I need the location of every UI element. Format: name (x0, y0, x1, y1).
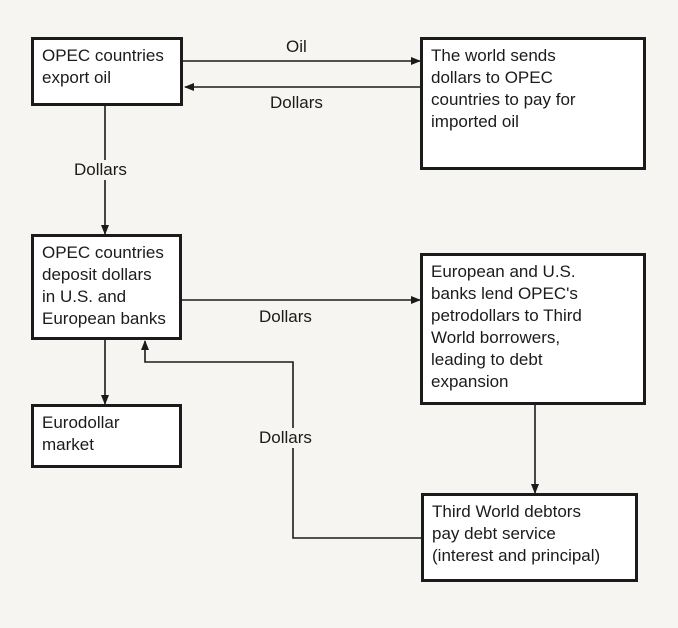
box-banks-lend: European and U.S. banks lend OPEC's petr… (420, 253, 646, 405)
label-dollars-bottom: Dollars (259, 428, 312, 448)
box-opec-export: OPEC countries export oil (31, 37, 183, 106)
box-world-sends: The world sends dollars to OPEC countrie… (420, 37, 646, 170)
arrow-dollars-bottom (141, 340, 421, 539)
box-third-world: Third World debtors pay debt service (in… (421, 493, 638, 582)
box-eurodollar: Eurodollar market (31, 404, 182, 468)
label-dollars-top: Dollars (270, 93, 323, 112)
box-opec-deposit: OPEC countries deposit dollars in U.S. a… (31, 234, 182, 340)
label-oil: Oil (286, 37, 307, 56)
label-dollars-left: Dollars (74, 160, 127, 180)
label-dollars-middle: Dollars (259, 307, 312, 326)
